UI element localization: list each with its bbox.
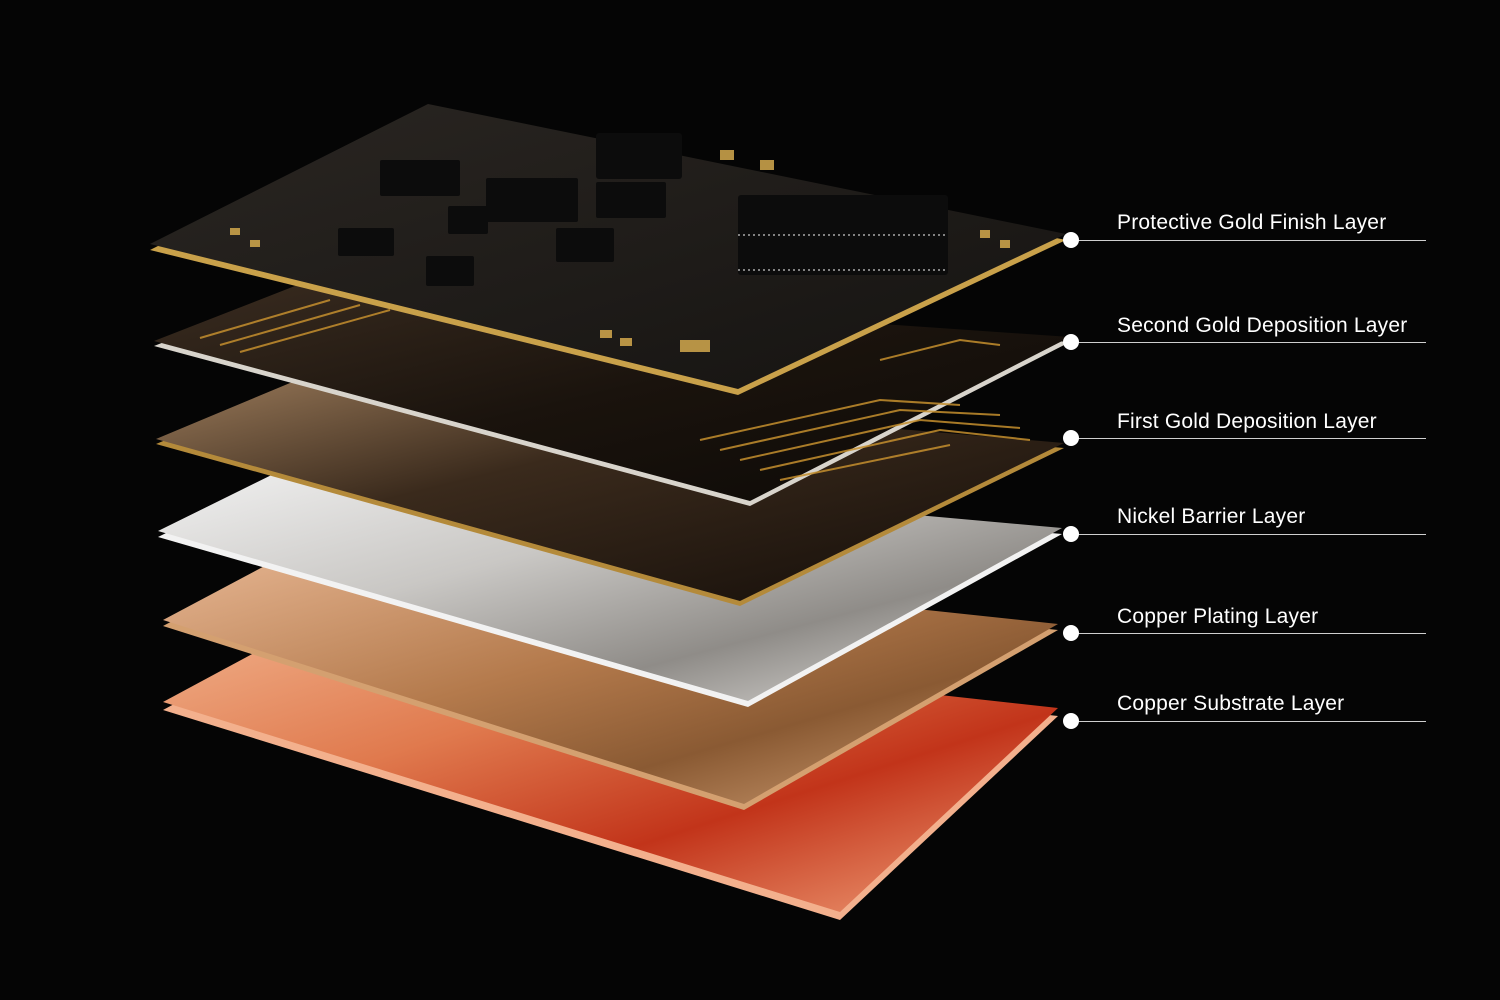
callout-leader-line — [1072, 438, 1426, 439]
callout-leader-line — [1072, 240, 1426, 241]
callout-label: Nickel Barrier Layer — [1117, 505, 1306, 528]
callout-label: Copper Substrate Layer — [1117, 692, 1345, 715]
callout-marker-dot — [1063, 334, 1079, 350]
callout-label: Copper Plating Layer — [1117, 605, 1319, 628]
callout-label: First Gold Deposition Layer — [1117, 410, 1377, 433]
callout-label: Protective Gold Finish Layer — [1117, 211, 1387, 234]
callout-label: Second Gold Deposition Layer — [1117, 314, 1408, 337]
callout-marker-dot — [1063, 232, 1079, 248]
callout-marker-dot — [1063, 430, 1079, 446]
callout-leader-line — [1072, 534, 1426, 535]
callout-leader-line — [1072, 633, 1426, 634]
protective-gold-finish-board — [150, 104, 1066, 395]
callout-leader-line — [1072, 342, 1426, 343]
callout-marker-dot — [1063, 526, 1079, 542]
callout-marker-dot — [1063, 713, 1079, 729]
callout-marker-dot — [1063, 625, 1079, 641]
callout-leader-line — [1072, 721, 1426, 722]
